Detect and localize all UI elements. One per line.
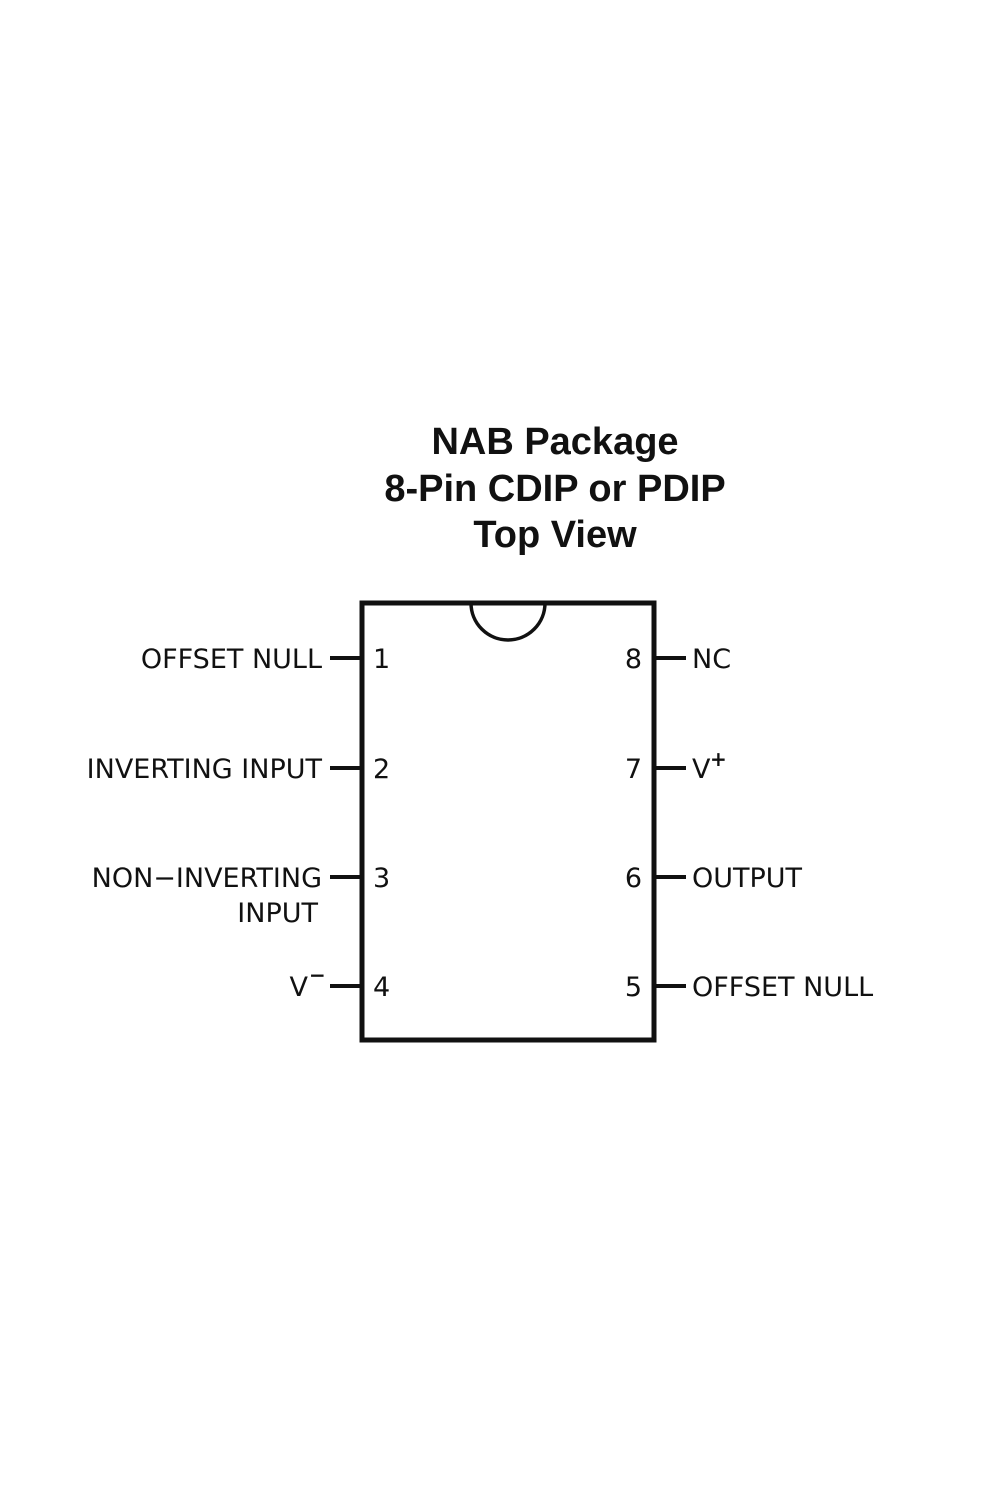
title-line-3: Top View	[473, 514, 637, 556]
pin-5-label: OFFSET NULL	[692, 972, 873, 1003]
pin-7-label-superscript: +	[710, 747, 727, 771]
pin1-notch	[469, 602, 547, 642]
pin-8-number: 8	[625, 644, 642, 675]
pin-1-number: 1	[373, 644, 390, 675]
title-line-1: NAB Package	[431, 421, 678, 463]
pin-5-number: 5	[625, 972, 642, 1003]
pin-6-label: OUTPUT	[692, 863, 803, 894]
pin-2-number: 2	[373, 754, 390, 785]
pin-3-label-line2: INPUT	[237, 898, 318, 929]
pin-8-label: NC	[692, 644, 731, 675]
pin-7-number: 7	[625, 754, 642, 785]
pin-1-label: OFFSET NULL	[141, 644, 322, 675]
pin-3-label: NON−INVERTING	[92, 863, 322, 894]
pin-2-label: INVERTING INPUT	[87, 754, 323, 785]
pin-4-label-superscript: −	[309, 963, 326, 987]
pin-6-number: 6	[625, 863, 642, 894]
chip-body	[359, 600, 657, 1043]
pin-4-label: V	[290, 972, 309, 1003]
pin-4-number: 4	[373, 972, 390, 1003]
pin-3-number: 3	[373, 863, 390, 894]
title-line-2: 8-Pin CDIP or PDIP	[384, 468, 725, 510]
pin-7-label: V	[692, 754, 711, 785]
